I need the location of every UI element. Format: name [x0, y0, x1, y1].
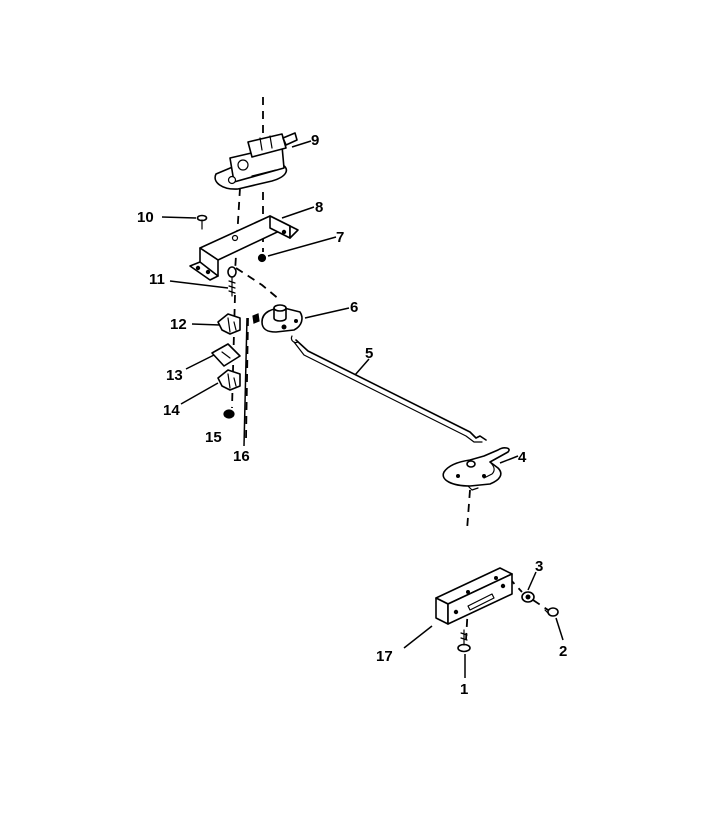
callout-11: 11 [149, 271, 165, 288]
clip-part-12 [217, 313, 241, 335]
cam-lever-part-6 [261, 304, 303, 333]
callout-8: 8 [315, 199, 323, 216]
screw-part-10 [196, 214, 208, 230]
callout-15: 15 [205, 429, 222, 446]
callout-1: 1 [460, 681, 468, 698]
screw-part-1 [457, 629, 471, 653]
plate-part-13 [211, 343, 241, 367]
bracket-part-8 [189, 215, 299, 281]
washer-part-3 [521, 591, 535, 603]
callout-14: 14 [163, 402, 180, 419]
nut-part-15 [223, 409, 235, 419]
clip-part-14 [217, 369, 241, 391]
screw-part-2 [544, 607, 559, 617]
switch-assembly-part-9 [214, 132, 298, 190]
pin-part-16 [252, 313, 260, 324]
callout-16: 16 [233, 448, 250, 465]
callout-3: 3 [535, 558, 543, 575]
leader-lines [161, 140, 564, 678]
callout-9: 9 [311, 132, 319, 149]
callout-17: 17 [376, 648, 393, 665]
mounting-plate-part-17 [435, 567, 513, 625]
callout-12: 12 [170, 316, 187, 333]
callout-6: 6 [350, 299, 358, 316]
lever-part-4 [442, 447, 510, 491]
callout-13: 13 [166, 367, 183, 384]
callout-4: 4 [518, 449, 527, 466]
callout-5: 5 [365, 345, 373, 362]
screw-part-11 [227, 266, 237, 297]
callout-10: 10 [137, 209, 154, 226]
callout-2: 2 [559, 643, 567, 660]
rod-part-5 [290, 335, 487, 443]
callout-7: 7 [336, 229, 344, 246]
callout-labels: 9 8 7 6 10 11 12 13 14 15 16 5 4 3 2 17 … [137, 132, 567, 698]
nut-part-7 [257, 253, 267, 263]
